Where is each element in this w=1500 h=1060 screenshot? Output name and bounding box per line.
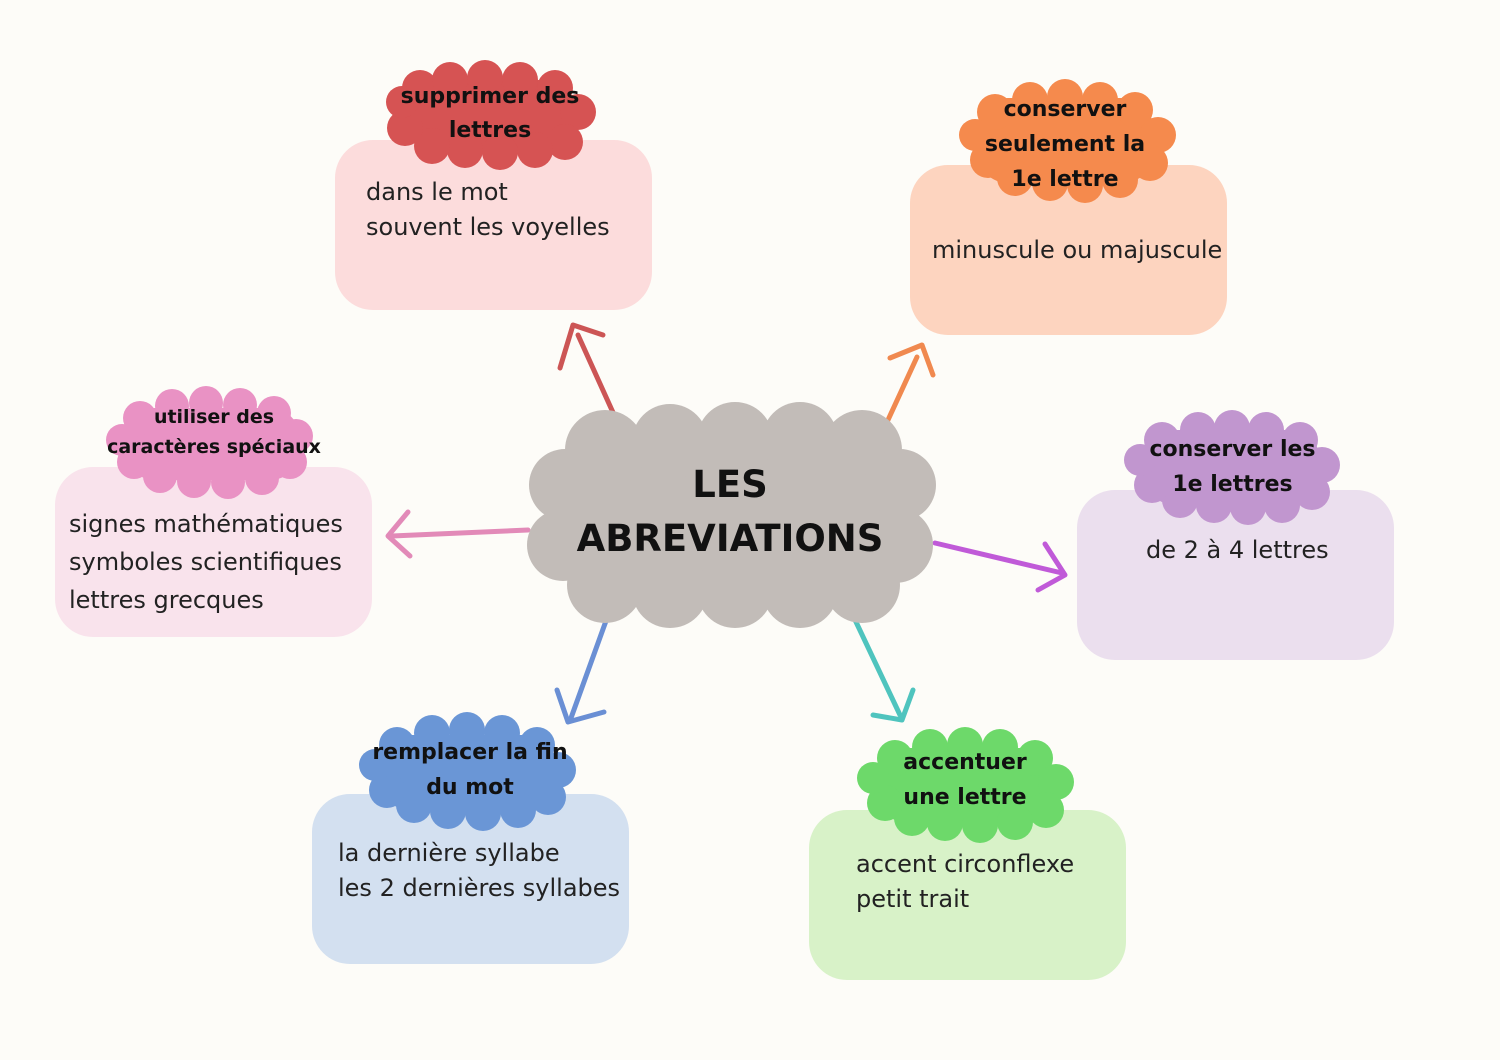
center-cloud [527,402,936,628]
title-line: 1e lettre [1011,167,1119,192]
cloud-speciaux [106,386,313,499]
arrow-to-lettres [932,540,1068,593]
cloud-supprimer [386,60,596,170]
arrows-layer [385,322,1068,725]
item-text: symboles scientifiques [69,548,342,576]
center-title-line2: ABREVIATIONS [576,517,884,560]
arrow-to-accentuer [845,602,916,723]
title-lettres: conserver les 1e lettres [1120,432,1345,502]
cloud-accentuer [857,727,1074,843]
cloud-remplacer [359,712,576,831]
title-line: une lettre [903,785,1027,810]
items-remplacer: la dernière syllabe les 2 dernières syll… [338,836,620,906]
arrow-to-remplacer [554,604,614,725]
arrow-to-speciaux [385,509,531,559]
title-supprimer: supprimer des lettres [380,80,600,148]
title-line: accentuer [903,750,1027,775]
item-text: dans le mot [366,178,508,206]
title-line: conserver [1003,97,1127,122]
title-line: utiliser des [153,406,275,428]
title-line: remplacer la fin [372,740,568,765]
title-line: 1e lettres [1172,472,1293,497]
title-speciaux: utiliser des caractères spéciaux [95,402,333,462]
title-line: conserver les [1149,437,1316,462]
item-text: de 2 à 4 lettres [1146,536,1329,564]
title-premiere: conserver seulement la 1e lettre [955,92,1175,197]
item-text: les 2 dernières syllabes [338,874,621,902]
item-text: petit trait [856,885,970,913]
center-title-line1: LES [692,463,768,506]
cloud-premiere [959,79,1176,203]
item-text: lettres grecques [69,586,264,614]
title-line: supprimer des [400,84,580,109]
items-speciaux: signes mathématiques symboles scientifiq… [69,505,343,619]
title-remplacer: remplacer la fin du mot [355,735,585,805]
item-text: accent circonflexe [856,850,1075,878]
item-text: souvent les voyelles [366,213,610,241]
arrow-to-premiere [885,342,936,423]
title-line: lettres [448,118,532,143]
center-title: LES ABREVIATIONS [530,458,930,566]
items-lettres: de 2 à 4 lettres [1146,533,1329,568]
title-line: caractères spéciaux [107,436,321,458]
items-accentuer: accent circonflexe petit trait [856,847,1074,917]
item-text: la dernière syllabe [338,839,560,867]
items-premiere: minuscule ou majuscule [932,233,1222,268]
cloud-lettres [1124,410,1340,525]
title-line: du mot [426,775,514,800]
box-accentuer [809,810,1126,980]
item-text: signes mathématiques [69,510,343,538]
title-line: seulement la [984,132,1146,157]
title-accentuer: accentuer une lettre [855,745,1075,815]
items-supprimer: dans le mot souvent les voyelles [366,175,610,245]
box-speciaux [55,467,372,637]
box-premiere [910,165,1227,335]
item-text: minuscule ou majuscule [932,236,1223,264]
